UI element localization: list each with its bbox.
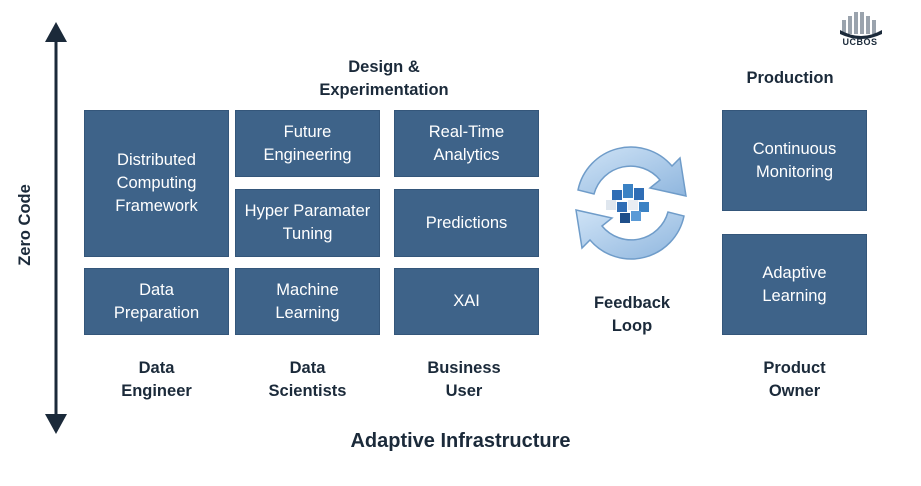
vertical-double-arrow <box>45 22 67 434</box>
continuous-monitoring-box: Continuous Monitoring <box>722 110 867 211</box>
circular-arrows-icon <box>575 146 687 260</box>
adaptive-learning-box: Adaptive Learning <box>722 234 867 335</box>
machine-learning-box: Machine Learning <box>235 268 380 335</box>
future-engineering-box: Future Engineering <box>235 110 380 177</box>
role-data-scientists: Data Scientists <box>268 359 347 400</box>
data-preparation-box: Data Preparation <box>84 268 229 335</box>
hyper-parameter-tuning-box: Hyper Paramater Tuning <box>235 189 380 257</box>
design-experimentation-header: Design & Experimentation <box>319 58 449 99</box>
feedback-loop-label: Feedback Loop <box>593 294 671 335</box>
zero-code-label: Zero Code <box>16 184 34 266</box>
ucbos-logo <box>840 12 882 39</box>
role-business-user: Business User <box>427 359 501 400</box>
role-data-engineer: Data Engineer <box>121 359 192 400</box>
distributed-computing-box: Distributed Computing Framework <box>84 110 229 257</box>
predictions-box: Predictions <box>394 189 539 257</box>
adaptive-infrastructure-label: Adaptive Infrastructure <box>350 430 571 452</box>
real-time-analytics-box: Real-Time Analytics <box>394 110 539 177</box>
xai-box: XAI <box>394 268 539 335</box>
logo-text: UCBOS <box>842 37 878 47</box>
role-product-owner: Product Owner <box>763 359 826 400</box>
production-header: Production <box>746 69 834 87</box>
